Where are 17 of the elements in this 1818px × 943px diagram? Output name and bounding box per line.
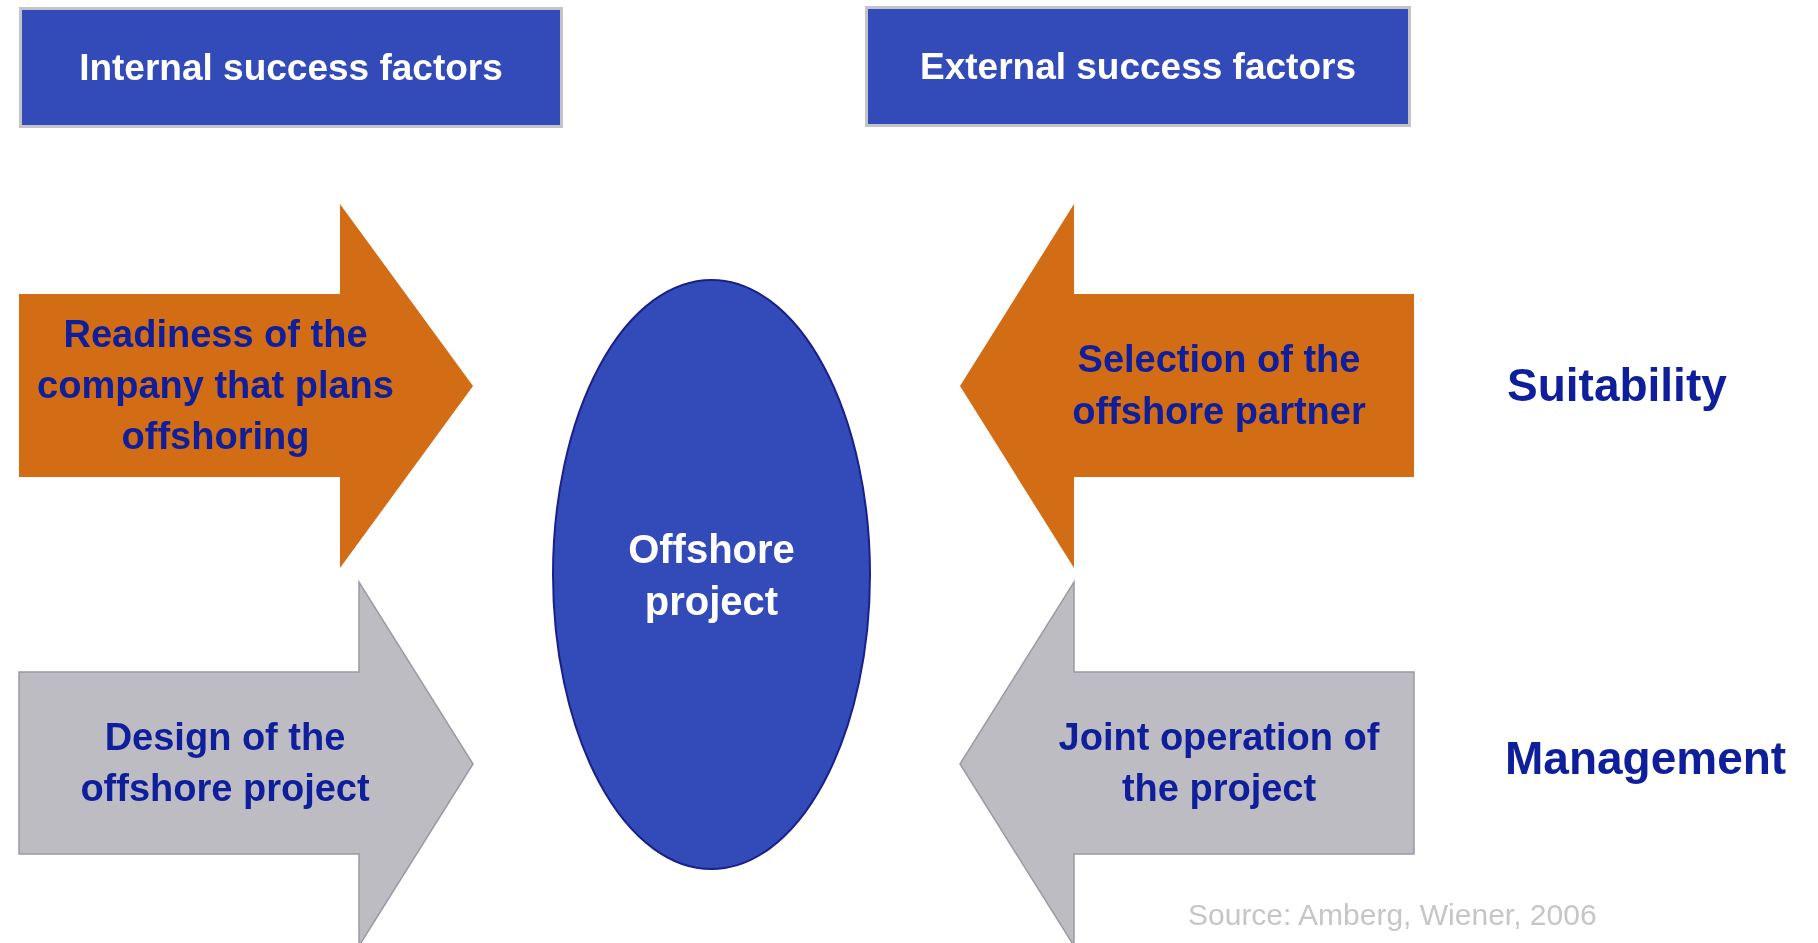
arrow-text: Joint operation of the project xyxy=(1057,714,1381,811)
header-text: Internal success factors xyxy=(78,45,504,90)
header-box xyxy=(865,6,1411,127)
side-label: Suitability xyxy=(1507,358,1727,412)
ellipse-text: Offshore project xyxy=(627,525,796,625)
block-arrow xyxy=(960,582,1414,943)
header-text: External success factors xyxy=(919,44,1357,89)
block-arrow xyxy=(960,204,1414,568)
block-arrow xyxy=(19,582,473,943)
side-label: Management xyxy=(1505,731,1787,785)
arrow-text: Design of the offshore project xyxy=(79,714,371,811)
header-box xyxy=(19,7,563,128)
block-arrow xyxy=(19,204,473,568)
source-note: Source: Amberg, Wiener, 2006 xyxy=(1188,898,1597,932)
project-ellipse xyxy=(552,279,871,870)
arrow-text: Selection of the offshore partner xyxy=(1071,337,1367,434)
arrow-text: Readiness of the company that plans offshoring xyxy=(36,311,395,460)
